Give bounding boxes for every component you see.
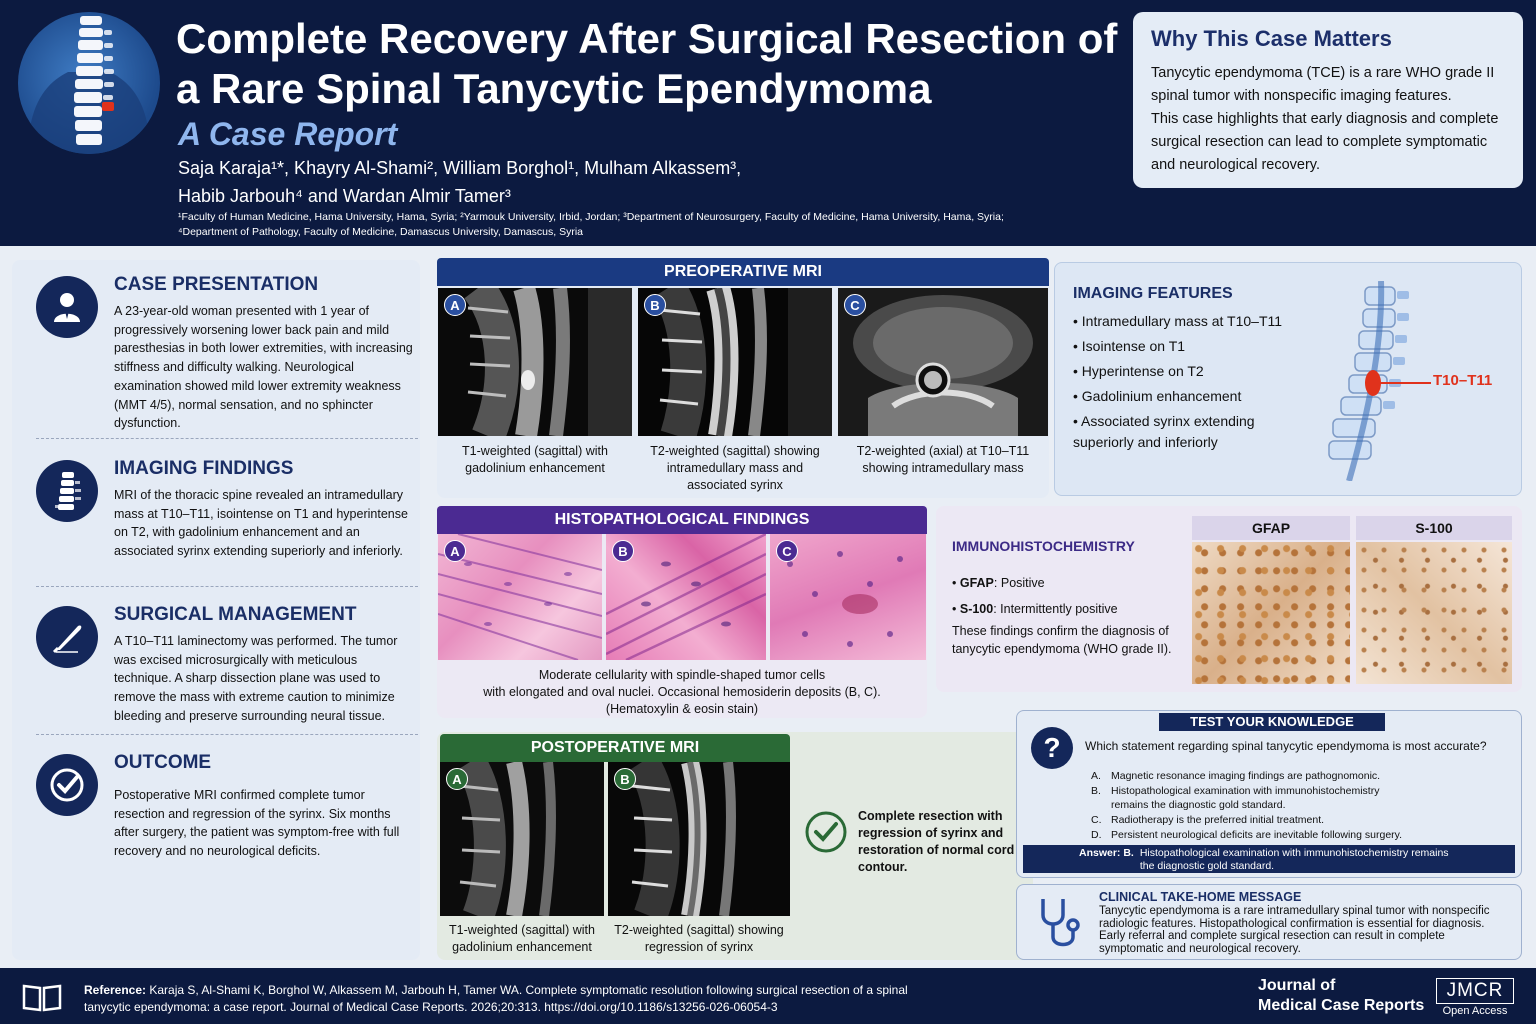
preop-caption-b: T2-weighted (sagittal) showing intramedu… [650, 444, 820, 492]
imaging-findings-text: MRI of the thoracic spine revealed an in… [114, 488, 408, 559]
histology-image-b: B [606, 534, 766, 660]
quiz-question: Which statement regarding spinal tanycyt… [1085, 739, 1487, 753]
postop-caption-b: T2-weighted (sagittal) showing regressio… [614, 923, 784, 954]
imaging-findings-title: IMAGING FINDINGS [114, 458, 294, 479]
surgical-management-title: SURGICAL MANAGEMENT [114, 604, 357, 625]
preop-caption-c: T2-weighted (axial) at T10–T11 showing i… [856, 444, 1030, 475]
level-pointer-line [1379, 382, 1431, 384]
histology-caption: Moderate cellularity with spindle-shaped… [483, 668, 881, 716]
postop-mri-title: POSTOPERATIVE MRI [440, 734, 790, 762]
postop-badge-b: B [614, 768, 636, 790]
stain-label-gfap: GFAP [1192, 516, 1350, 540]
why-paragraph-2: This case highlights that early diagnosi… [1151, 111, 1499, 173]
case-presentation-text: A 23-year-old woman presented with 1 yea… [114, 304, 413, 431]
preop-badge-b: B [644, 294, 666, 316]
quiz-option[interactable]: D.Persistent neurological deficits are i… [1091, 829, 1403, 841]
ihc-conclusion: These findings confirm the diagnosis of … [952, 624, 1172, 656]
preop-mri-title: PREOPERATIVE MRI [437, 258, 1049, 286]
footer-bar [0, 968, 1536, 1024]
why-title: Why This Case Matters [1151, 26, 1392, 51]
quiz-options: A.Magnetic resonance imaging findings ar… [1091, 769, 1521, 843]
check-circle-icon [36, 754, 98, 816]
immunohistochemistry-panel: IMMUNOHISTOCHEMISTRY • GFAP: Positive • … [936, 506, 1522, 692]
quiz-answer-label: Answer: B. [1079, 847, 1134, 859]
imaging-feature-item: • Gadolinium enhancement [1073, 388, 1242, 404]
ihc-result-gfap: • GFAP: Positive [952, 576, 1045, 590]
quiz-option[interactable]: B.Histopathological examination with imm… [1091, 785, 1380, 811]
why-this-case-matters-box: Why This Case Matters Tanycytic ependymo… [1133, 12, 1523, 188]
spine-icon [36, 460, 98, 522]
preop-mri-image-a: A [438, 288, 632, 436]
authors-line-2: Habib Jarbouh⁴ and Wardan Almir Tamer³ [178, 186, 511, 206]
imaging-features-title: IMAGING FEATURES [1073, 285, 1233, 302]
quiz-panel: TEST YOUR KNOWLEDGE ? Which statement re… [1016, 710, 1522, 878]
imaging-feature-item: • Associated syrinx extending superiorly… [1073, 413, 1255, 450]
quiz-answer-text: Histopathological examination with immun… [1139, 847, 1449, 872]
section-divider [36, 586, 418, 587]
book-icon [22, 982, 62, 1012]
journal-name: Journal of Medical Case Reports [1258, 977, 1425, 1014]
why-paragraph-1: Tanycytic ependymoma (TCE) is a rare WHO… [1151, 65, 1495, 104]
preop-badge-c: C [844, 294, 866, 316]
imaging-features-panel: IMAGING FEATURES • Intramedullary mass a… [1054, 262, 1522, 496]
spine-diagram-icon [1328, 281, 1409, 481]
imaging-feature-item: • Isointense on T1 [1073, 338, 1186, 354]
section-divider [36, 438, 418, 439]
outcome-title: OUTCOME [114, 752, 212, 773]
patient-icon [36, 276, 98, 338]
affiliations: ¹Faculty of Human Medicine, Hama Univers… [178, 210, 1098, 240]
histo-badge-c: C [776, 540, 798, 562]
take-home-title: CLINICAL TAKE-HOME MESSAGE [1099, 890, 1302, 904]
preop-mri-image-b: B [638, 288, 832, 436]
stethoscope-icon [1033, 895, 1083, 951]
outcome-text: Postoperative MRI confirmed complete tum… [114, 788, 400, 859]
surgical-management-text: A T10–T11 laminectomy was performed. The… [114, 634, 398, 723]
histology-image-c: C [770, 534, 926, 660]
scalpel-icon [36, 606, 98, 668]
stain-label-s100: S-100 [1356, 516, 1512, 540]
preop-badge-a: A [444, 294, 466, 316]
poster-subtitle: A Case Report [178, 116, 398, 152]
histo-badge-b: B [612, 540, 634, 562]
postop-caption-a: T1-weighted (sagittal) with gadolinium e… [449, 923, 595, 954]
case-presentation-title: CASE PRESENTATION [114, 274, 319, 295]
postop-result-text: Complete resection with regression of sy… [858, 809, 1015, 874]
affiliations-line-1: ¹Faculty of Human Medicine, Hama Univers… [178, 211, 1004, 223]
ihc-results-list: • GFAP: Positive • S-100: Intermittently… [952, 570, 1118, 622]
spine-logo-icon [18, 12, 160, 154]
preop-caption-a: T1-weighted (sagittal) with gadolinium e… [462, 444, 608, 475]
imaging-feature-item: • Hyperintense on T2 [1073, 363, 1204, 379]
histopathology-title: HISTOPATHOLOGICAL FINDINGS [437, 506, 927, 534]
gfap-stain-image [1192, 542, 1350, 684]
level-label: T10–T11 [1433, 372, 1493, 389]
left-column: CASE PRESENTATION A 23-year-old woman pr… [12, 260, 420, 960]
quiz-option[interactable]: A.Magnetic resonance imaging findings ar… [1091, 770, 1381, 782]
imaging-features-list: • Intramedullary mass at T10–T11 • Isoin… [1073, 311, 1303, 457]
histo-badge-a: A [444, 540, 466, 562]
poster-title: Complete Recovery After Surgical Resecti… [176, 15, 1118, 112]
imaging-feature-item: • Intramedullary mass at T10–T11 [1073, 313, 1283, 329]
section-divider [36, 734, 418, 735]
s100-stain-image [1356, 542, 1512, 684]
success-check-icon [804, 810, 848, 854]
quiz-option[interactable]: C.Radiotherapy is the preferred initial … [1091, 814, 1325, 826]
take-home-panel: CLINICAL TAKE-HOME MESSAGE Tanycytic epe… [1016, 884, 1522, 960]
histology-image-a: A [438, 534, 602, 660]
take-home-text: Tanycytic ependymoma is a rare intramedu… [1099, 905, 1490, 955]
quiz-title: TEST YOUR KNOWLEDGE [1159, 713, 1385, 731]
preop-mri-image-c: C [838, 288, 1048, 436]
affiliations-line-2: ⁴Department of Pathology, Faculty of Med… [178, 226, 584, 238]
postop-badge-a: A [446, 768, 468, 790]
author-list: Saja Karaja¹*, Khayry Al-Shami², William… [178, 154, 1118, 210]
postop-mri-image-b: B [608, 762, 790, 916]
reference-text: Reference: Karaja S, Al-Shami K, Borghol… [84, 983, 908, 1014]
jmcr-logo[interactable]: JMCR [1436, 978, 1514, 1004]
ihc-result-s100: • S-100: Intermittently positive [952, 602, 1118, 616]
quiz-answer-bar: Answer: B. Histopathological examination… [1023, 845, 1515, 873]
question-mark-icon: ? [1031, 727, 1073, 769]
ihc-title: IMMUNOHISTOCHEMISTRY [952, 538, 1135, 554]
open-access-label: Open Access [1442, 1005, 1508, 1017]
postop-mri-image-a: A [440, 762, 604, 916]
authors-line-1: Saja Karaja¹*, Khayry Al-Shami², William… [178, 158, 742, 178]
